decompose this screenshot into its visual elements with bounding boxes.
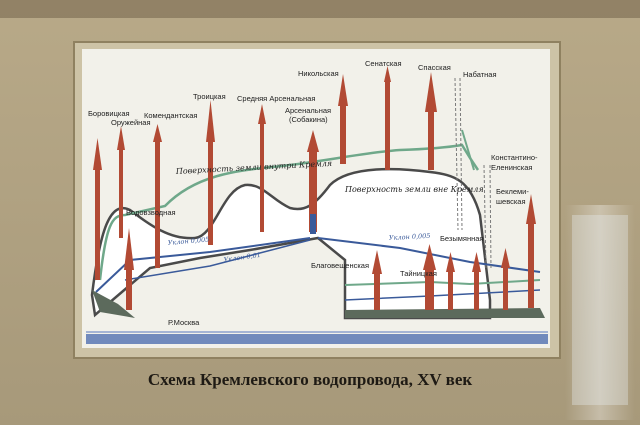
tower-bezymyannaya [446, 248, 510, 310]
top-shadow [0, 0, 640, 18]
label-komendantskaya: Комендантская [144, 111, 197, 120]
label-arsenalnaya-2: (Собакина) [289, 115, 328, 124]
label-bezymyannaya: Безымянная [440, 234, 484, 243]
pipe-left [95, 237, 311, 293]
label-konstantino-1: Константино- [491, 153, 538, 162]
left-bank [92, 290, 135, 318]
label-slope-right: Уклон 0,005 [389, 232, 431, 242]
tower-nabatnaya [454, 77, 463, 231]
label-surface-outside: Поверхность земли вне Кремля [344, 185, 484, 194]
label-taynitskaya: Тайницкая [400, 269, 437, 278]
tower-troitskaya [206, 100, 215, 245]
label-senatskaya: Сенатская [365, 59, 402, 68]
tower-taynitskaya [423, 244, 436, 310]
terrain-hill [90, 167, 492, 320]
label-borovitskaya: Боровицкая [88, 109, 130, 118]
tower-borovitskaya [93, 138, 102, 280]
tower-konstantino [483, 164, 492, 271]
tower-spasskaya [425, 72, 437, 170]
label-konstantino-2: Еленинская [491, 163, 532, 172]
glass-reflection [565, 205, 635, 420]
tower-arsenalnaya [307, 130, 319, 234]
label-srednyaya-arsenalnaya: Средняя Арсенальная [237, 94, 315, 103]
tower-nikolskaya [338, 74, 348, 164]
label-nabatnaya: Набатная [463, 70, 497, 79]
pipe-left-lower [124, 239, 311, 281]
ground-line-step [461, 129, 475, 171]
lower-ground [345, 308, 545, 318]
tower-blagoveshchenskaya [372, 250, 382, 310]
label-blagoveshchenskaya: Благовещенская [311, 261, 369, 270]
tower-beklemishevskaya [526, 194, 536, 308]
label-river: Р.Москва [168, 318, 200, 327]
glass-reflection-inner [572, 215, 628, 405]
label-vodovzvodnaya: Водовзводная [126, 208, 176, 217]
label-beklemi-1: Беклеми- [496, 187, 529, 196]
tower-komendantskaya [153, 124, 162, 268]
tower-srednyaya-arsenalnaya [258, 104, 266, 232]
tower-oruzheynaya [117, 126, 125, 238]
label-arsenalnaya-1: Арсенальная [285, 106, 331, 115]
caption: Схема Кремлевского водопровода, XV век [148, 370, 473, 389]
river-band [86, 334, 548, 344]
label-troitskaya: Троицкая [193, 92, 226, 101]
label-beklemi-2: шевская [496, 197, 526, 206]
tower-senatskaya [384, 66, 391, 170]
label-oruzheynaya: Оружейная [111, 118, 151, 127]
label-nikolskaya: Никольская [298, 69, 339, 78]
label-spasskaya: Спасская [418, 63, 451, 72]
label-slope-left-top: Уклон 0,005 [167, 235, 209, 247]
tower-vodovzvodnaya [124, 228, 134, 310]
